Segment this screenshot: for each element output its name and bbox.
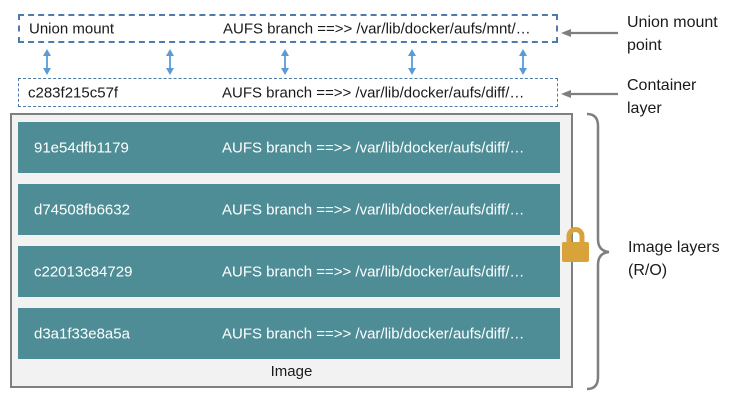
union-mount-point-label: Union mount point xyxy=(627,14,718,54)
image-caption: Image xyxy=(270,363,313,380)
container-layer-id: c283f215c57f xyxy=(28,84,119,101)
image-layers-label: Image layers (R/O) xyxy=(628,239,720,279)
image-layer-row: 91e54dfb1179 AUFS branch ==>> /var/lib/d… xyxy=(18,122,560,173)
union-mount-box: Union mount AUFS branch ==>> /var/lib/do… xyxy=(18,14,558,43)
layer-path: AUFS branch ==>> /var/lib/docker/aufs/di… xyxy=(222,139,525,156)
left-arrow-icon xyxy=(561,90,618,98)
lock-icon xyxy=(562,227,589,262)
layer-path: AUFS branch ==>> /var/lib/docker/aufs/di… xyxy=(222,201,525,218)
layer-path: AUFS branch ==>> /var/lib/docker/aufs/di… xyxy=(222,325,525,342)
layer-id: d74508fb6632 xyxy=(34,201,130,218)
double-arrow-icon xyxy=(408,49,416,75)
left-arrow-icon xyxy=(561,29,618,37)
layer-id: d3a1f33e8a5a xyxy=(34,325,130,342)
double-arrow-icon xyxy=(519,49,527,75)
layer-path: AUFS branch ==>> /var/lib/docker/aufs/di… xyxy=(222,263,525,280)
container-layer-path: AUFS branch ==>> /var/lib/docker/aufs/di… xyxy=(222,84,525,101)
image-layer-row: d3a1f33e8a5a AUFS branch ==>> /var/lib/d… xyxy=(18,308,560,359)
image-layer-row: d74508fb6632 AUFS branch ==>> /var/lib/d… xyxy=(18,184,560,235)
container-layer-label: Container layer xyxy=(627,77,697,117)
union-mount-label: Union mount xyxy=(29,20,115,37)
image-layer-row: c22013c84729 AUFS branch ==>> /var/lib/d… xyxy=(18,246,560,297)
double-arrow-icon xyxy=(166,49,174,75)
double-arrow-icon xyxy=(43,49,51,75)
layer-id: c22013c84729 xyxy=(34,263,133,280)
union-mount-path: AUFS branch ==>> /var/lib/docker/aufs/mn… xyxy=(223,20,531,37)
double-arrow-icon xyxy=(281,49,289,75)
curly-brace-icon xyxy=(586,112,610,391)
container-layer-box: c283f215c57f AUFS branch ==>> /var/lib/d… xyxy=(18,78,558,107)
image-box: 91e54dfb1179 AUFS branch ==>> /var/lib/d… xyxy=(10,113,573,388)
layer-id: 91e54dfb1179 xyxy=(34,139,129,156)
